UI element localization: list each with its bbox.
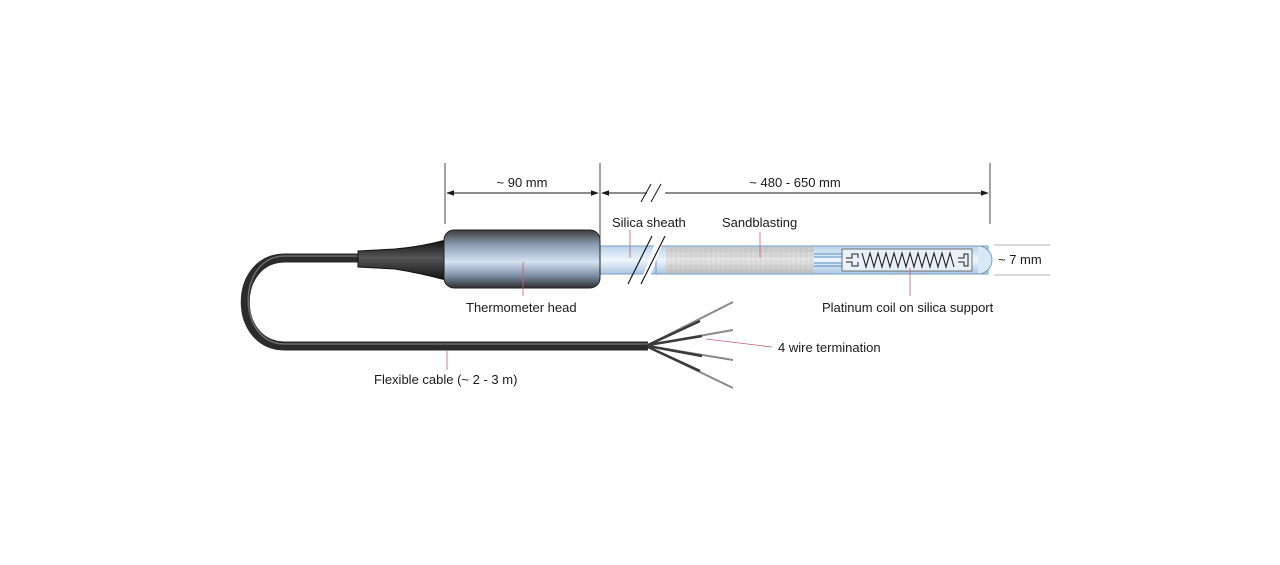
flexible-cable — [240, 253, 648, 351]
probe-tip — [977, 245, 993, 275]
sheath-break-mark — [627, 235, 666, 285]
thermometer-head-label: Thermometer head — [466, 300, 577, 315]
platinum-coil — [814, 248, 973, 272]
platinum-coil-label: Platinum coil on silica support — [822, 300, 994, 315]
leader-lines — [446, 230, 911, 370]
dimension-diameter — [994, 244, 1050, 276]
dimension-sheath-length — [601, 163, 991, 224]
sandblasting-texture — [666, 247, 814, 273]
flexible-cable-highlight — [247, 255, 648, 345]
wire-termination-label: 4 wire termination — [778, 340, 881, 355]
wire-termination — [647, 301, 734, 389]
head-length-label: ~ 90 mm — [497, 175, 548, 190]
dimension-head-length — [444, 163, 601, 238]
sheath-length-label: ~ 480 - 650 mm — [749, 175, 840, 190]
cable-connector — [357, 239, 447, 281]
thermometer-head — [443, 229, 601, 289]
sandblasting-label: Sandblasting — [722, 215, 797, 230]
diameter-label: ~ 7 mm — [998, 252, 1042, 267]
silica-sheath-label: Silica sheath — [612, 215, 686, 230]
coil-windings — [861, 250, 955, 270]
flexible-cable-label: Flexible cable (~ 2 - 3 m) — [374, 372, 517, 387]
